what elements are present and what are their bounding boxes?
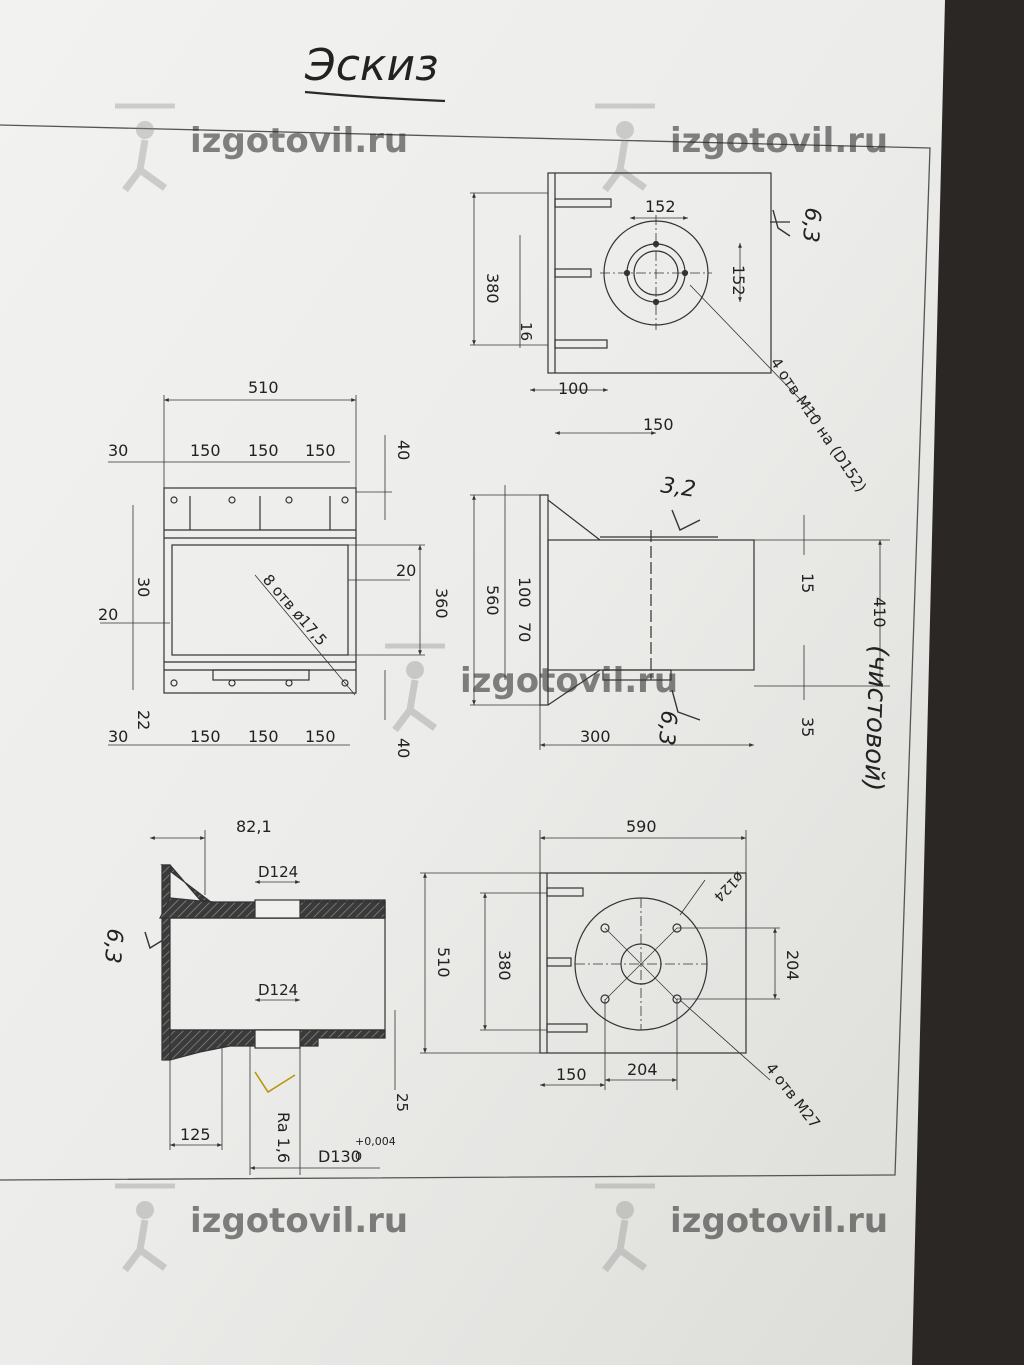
view-section-left: [144, 830, 396, 1175]
dim-70: 70: [515, 622, 534, 642]
roughness-6-3-side: 6,3: [653, 709, 681, 746]
dim-d124-bottom: D124: [258, 981, 298, 999]
watermark: izgotovil.ru: [595, 1183, 888, 1273]
dim-16: 16: [517, 322, 535, 341]
view-bottom-right: [420, 830, 780, 1090]
svg-text:Эскиз: Эскиз: [304, 40, 438, 91]
dim-30-top: 30: [108, 441, 128, 460]
dim-40-bottom: 40: [394, 738, 413, 758]
dim-100-side: 100: [515, 577, 534, 608]
dim-20-right: 20: [396, 561, 416, 580]
dim-152-v: 152: [729, 265, 748, 296]
dim-82-1: 82,1: [236, 817, 272, 836]
watermark-text: izgotovil.ru: [460, 661, 678, 701]
dim-150-d: 150: [190, 727, 221, 746]
dim-150-b: 150: [248, 441, 279, 460]
drawing-frame: [0, 124, 931, 1181]
tolerance-d130: D130: [318, 1147, 361, 1166]
view-front-left: [100, 395, 425, 746]
dim-510: 510: [248, 378, 279, 397]
roughness-ra-1-6: Ra 1,6: [274, 1112, 293, 1163]
roughness-6-3-left: 6,3: [99, 927, 127, 964]
watermarks: izgotovil.ru izgotovil.ru izgotovil.ru izgo…: [115, 103, 888, 1273]
roughness-6-3-top: 6,3: [797, 206, 825, 243]
dim-30-bottom: 30: [108, 727, 128, 746]
tolerance-upper: +0,004: [355, 1135, 396, 1148]
dim-20-left: 20: [98, 605, 118, 624]
dim-380-bottom: 380: [495, 950, 514, 981]
watermark: izgotovil.ru: [115, 1183, 408, 1273]
watermark-text: izgotovil.ru: [670, 1201, 888, 1241]
weightlifter-logo-icon: [115, 1183, 175, 1273]
page-title: Эскиз: [304, 40, 446, 103]
dim-204-h: 204: [627, 1060, 658, 1079]
watermark-text: izgotovil.ru: [190, 121, 408, 161]
note-finishing: (чистовой): [858, 645, 893, 792]
dim-100: 100: [558, 379, 589, 398]
dim-150-e: 150: [248, 727, 279, 746]
view-top-right: [470, 172, 821, 435]
dim-150: 150: [643, 415, 674, 434]
dim-150-c: 150: [305, 441, 336, 460]
dim-150-f: 150: [305, 727, 336, 746]
weightlifter-logo-icon: [385, 643, 445, 733]
watermark-text: izgotovil.ru: [670, 121, 888, 161]
dim-d124-top: D124: [258, 863, 298, 881]
weightlifter-logo-icon: [595, 1183, 655, 1273]
watermark: izgotovil.ru: [115, 103, 408, 193]
dim-15: 15: [798, 573, 817, 593]
dim-40-top: 40: [394, 440, 413, 460]
dim-204-v: 204: [783, 950, 802, 981]
dim-300: 300: [580, 727, 611, 746]
dim-380: 380: [483, 273, 502, 304]
dim-152-h: 152: [645, 197, 676, 216]
dim-35: 35: [798, 717, 817, 737]
dim-25: 25: [393, 1093, 411, 1112]
roughness-3-2: 3,2: [659, 473, 697, 503]
dim-360: 360: [432, 588, 451, 619]
dim-22: 22: [134, 710, 153, 730]
tolerance-lower: 0: [355, 1150, 362, 1163]
weightlifter-logo-icon: [115, 103, 175, 193]
view-side-middle: [470, 485, 890, 750]
watermark-text: izgotovil.ru: [190, 1201, 408, 1241]
dim-30-side: 30: [134, 577, 153, 597]
dim-560: 560: [483, 585, 502, 616]
watermark: izgotovil.ru: [385, 643, 678, 733]
watermark: izgotovil.ru: [595, 103, 888, 193]
dim-150-bottom: 150: [556, 1065, 587, 1084]
dim-510-side: 510: [434, 947, 453, 978]
dim-590: 590: [626, 817, 657, 836]
dim-150-a: 150: [190, 441, 221, 460]
dim-410: 410: [870, 597, 889, 628]
dim-125: 125: [180, 1125, 211, 1144]
